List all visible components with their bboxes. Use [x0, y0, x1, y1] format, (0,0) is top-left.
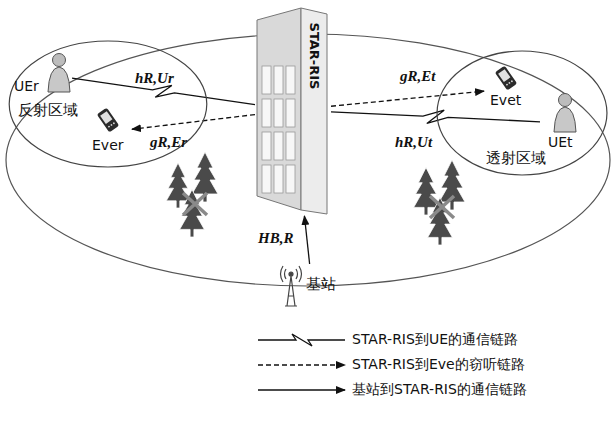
- reflection-region-label: 反射区域: [18, 102, 78, 119]
- right-trees: [414, 160, 465, 245]
- phone-icon: [97, 108, 119, 133]
- backhaul-link: [304, 216, 309, 264]
- legend-samples: [258, 334, 345, 390]
- user-equipment-label: UEr: [14, 78, 39, 94]
- legend-entry: 基站到STAR-RIS的通信链路: [352, 381, 527, 398]
- channel-label: HB,R: [258, 230, 293, 247]
- eavesdropper: Ever: [86, 106, 132, 158]
- channel-label: hR,Ur: [135, 70, 174, 87]
- communication-link: [331, 110, 540, 123]
- transmission-region: 透射区域 EvetUEt: [436, 50, 608, 176]
- channel-label: gR,Et: [400, 68, 435, 85]
- user-equipment: UEr: [14, 50, 72, 98]
- legend-sample-zigzag: [258, 334, 345, 346]
- user-equipment: UEt: [540, 92, 590, 154]
- legend-sample-dashed: [258, 364, 345, 365]
- legend-entry: STAR-RIS到UE的通信链路: [352, 331, 518, 348]
- person-icon: [554, 94, 576, 133]
- star-ris-panel: STAR-RIS: [255, 4, 331, 216]
- channel-label: hR,Ut: [395, 134, 432, 151]
- eavesdropper: Evet: [484, 66, 528, 112]
- transmission-region-label: 透射区域: [486, 150, 546, 167]
- eavesdropper-label: Evet: [490, 92, 521, 108]
- panel-grid: [262, 66, 295, 193]
- base-station: 基站: [280, 264, 344, 308]
- base-station-label: 基站: [306, 276, 336, 293]
- person-icon: [48, 54, 70, 93]
- left-trees: [166, 152, 218, 237]
- legend-sample-solid: [258, 389, 345, 390]
- channel-label: gR,Er: [150, 134, 187, 151]
- eavesdrop-link: [331, 91, 484, 106]
- user-equipment-label: UEt: [548, 134, 573, 150]
- eavesdrop-link: [132, 115, 255, 130]
- star-ris-panel-label: STAR-RIS: [307, 23, 322, 90]
- eavesdropper-label: Ever: [92, 137, 124, 153]
- phone-icon: [495, 66, 517, 91]
- antenna-icon: [281, 266, 302, 306]
- legend-entry: STAR-RIS到Eve的窃听链路: [352, 356, 525, 373]
